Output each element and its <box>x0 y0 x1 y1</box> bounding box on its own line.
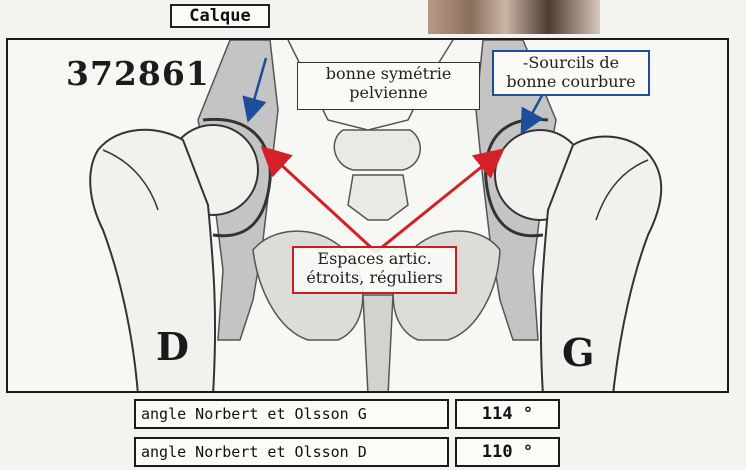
annotation-symmetry: bonne symétrie pelvienne <box>297 62 480 110</box>
annotation-sourcils: -Sourcils de bonne courbure <box>492 50 650 96</box>
side-label-left: D <box>156 324 189 369</box>
annotation-espaces: Espaces artic. étroits, réguliers <box>292 246 457 294</box>
radiograph-frame: 372861 D G bonne symétrie pelvienne -Sou… <box>6 38 729 393</box>
calque-label: Calque <box>170 4 270 28</box>
photo-strip <box>428 0 600 34</box>
annotation-symmetry-line1: bonne symétrie <box>300 64 477 83</box>
annotation-symmetry-line2: pelvienne <box>300 83 477 102</box>
annotation-sourcils-line1: -Sourcils de <box>496 53 646 72</box>
annotation-espaces-line1: Espaces artic. <box>296 249 453 268</box>
radiograph-id: 372861 <box>66 54 210 93</box>
measurement-label-g: angle Norbert et Olsson G <box>134 399 449 429</box>
annotation-sourcils-line2: bonne courbure <box>496 72 646 91</box>
vertebra <box>334 130 420 170</box>
side-label-right: G <box>562 330 594 375</box>
annotation-espaces-line2: étroits, réguliers <box>296 268 453 287</box>
measurement-label-d: angle Norbert et Olsson D <box>134 437 449 467</box>
measurement-value-g: 114 ° <box>455 399 560 429</box>
measurement-value-d: 110 ° <box>455 437 560 467</box>
symphysis <box>363 295 393 393</box>
vertebra-lower <box>348 175 408 220</box>
